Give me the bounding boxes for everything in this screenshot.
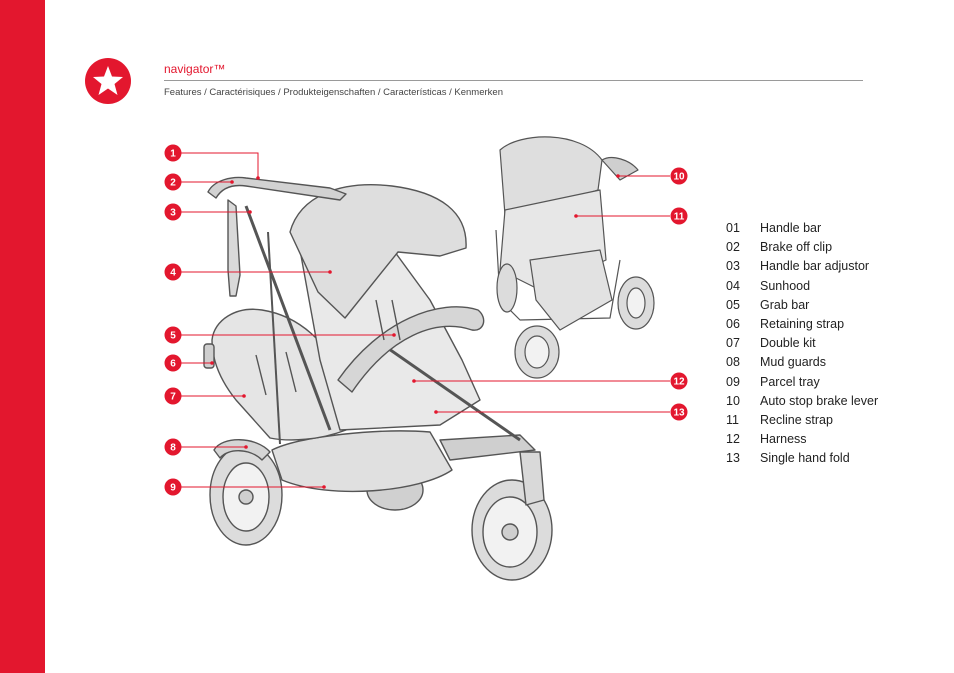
part-label: Double kit — [760, 336, 816, 350]
callout-12: 12 — [671, 373, 688, 390]
svg-text:8: 8 — [170, 443, 176, 454]
part-label: Grab bar — [760, 298, 809, 312]
callout-9: 9 — [165, 479, 182, 496]
part-number: 13 — [726, 451, 760, 465]
svg-text:3: 3 — [170, 208, 176, 219]
callout-1: 1 — [165, 145, 182, 162]
part-label: Harness — [760, 432, 807, 446]
part-number: 05 — [726, 298, 760, 312]
part-number: 06 — [726, 317, 760, 331]
callout-5: 5 — [165, 327, 182, 344]
callout-10: 10 — [671, 168, 688, 185]
callout-2: 2 — [165, 174, 182, 191]
part-label: Auto stop brake lever — [760, 394, 878, 408]
part-number: 04 — [726, 279, 760, 293]
callout-6: 6 — [165, 355, 182, 372]
callout-3: 3 — [165, 204, 182, 221]
part-number: 12 — [726, 432, 760, 446]
svg-text:10: 10 — [673, 172, 685, 183]
part-number: 11 — [726, 413, 760, 427]
part-number: 01 — [726, 221, 760, 235]
callout-8: 8 — [165, 439, 182, 456]
part-label: Handle bar adjustor — [760, 259, 869, 273]
callout-7: 7 — [165, 388, 182, 405]
part-number: 10 — [726, 394, 760, 408]
callout-11: 11 — [671, 208, 688, 225]
part-label: Recline strap — [760, 413, 833, 427]
callout-13: 13 — [671, 404, 688, 421]
part-label: Single hand fold — [760, 451, 850, 465]
svg-text:12: 12 — [673, 377, 685, 388]
part-label: Brake off clip — [760, 240, 832, 254]
svg-text:1: 1 — [170, 149, 176, 160]
svg-text:6: 6 — [170, 359, 176, 370]
part-label: Mud guards — [760, 355, 826, 369]
svg-text:5: 5 — [170, 331, 176, 342]
part-label: Retaining strap — [760, 317, 844, 331]
part-label: Sunhood — [760, 279, 810, 293]
part-number: 07 — [726, 336, 760, 350]
svg-text:11: 11 — [674, 212, 685, 223]
svg-text:9: 9 — [170, 483, 176, 494]
svg-text:7: 7 — [170, 392, 176, 403]
svg-text:13: 13 — [673, 408, 685, 419]
part-label: Parcel tray — [760, 375, 820, 389]
part-number: 08 — [726, 355, 760, 369]
part-number: 03 — [726, 259, 760, 273]
svg-text:4: 4 — [170, 268, 176, 279]
part-number: 02 — [726, 240, 760, 254]
callout-4: 4 — [165, 264, 182, 281]
part-number: 09 — [726, 375, 760, 389]
part-label: Handle bar — [760, 221, 821, 235]
svg-text:2: 2 — [170, 178, 176, 189]
